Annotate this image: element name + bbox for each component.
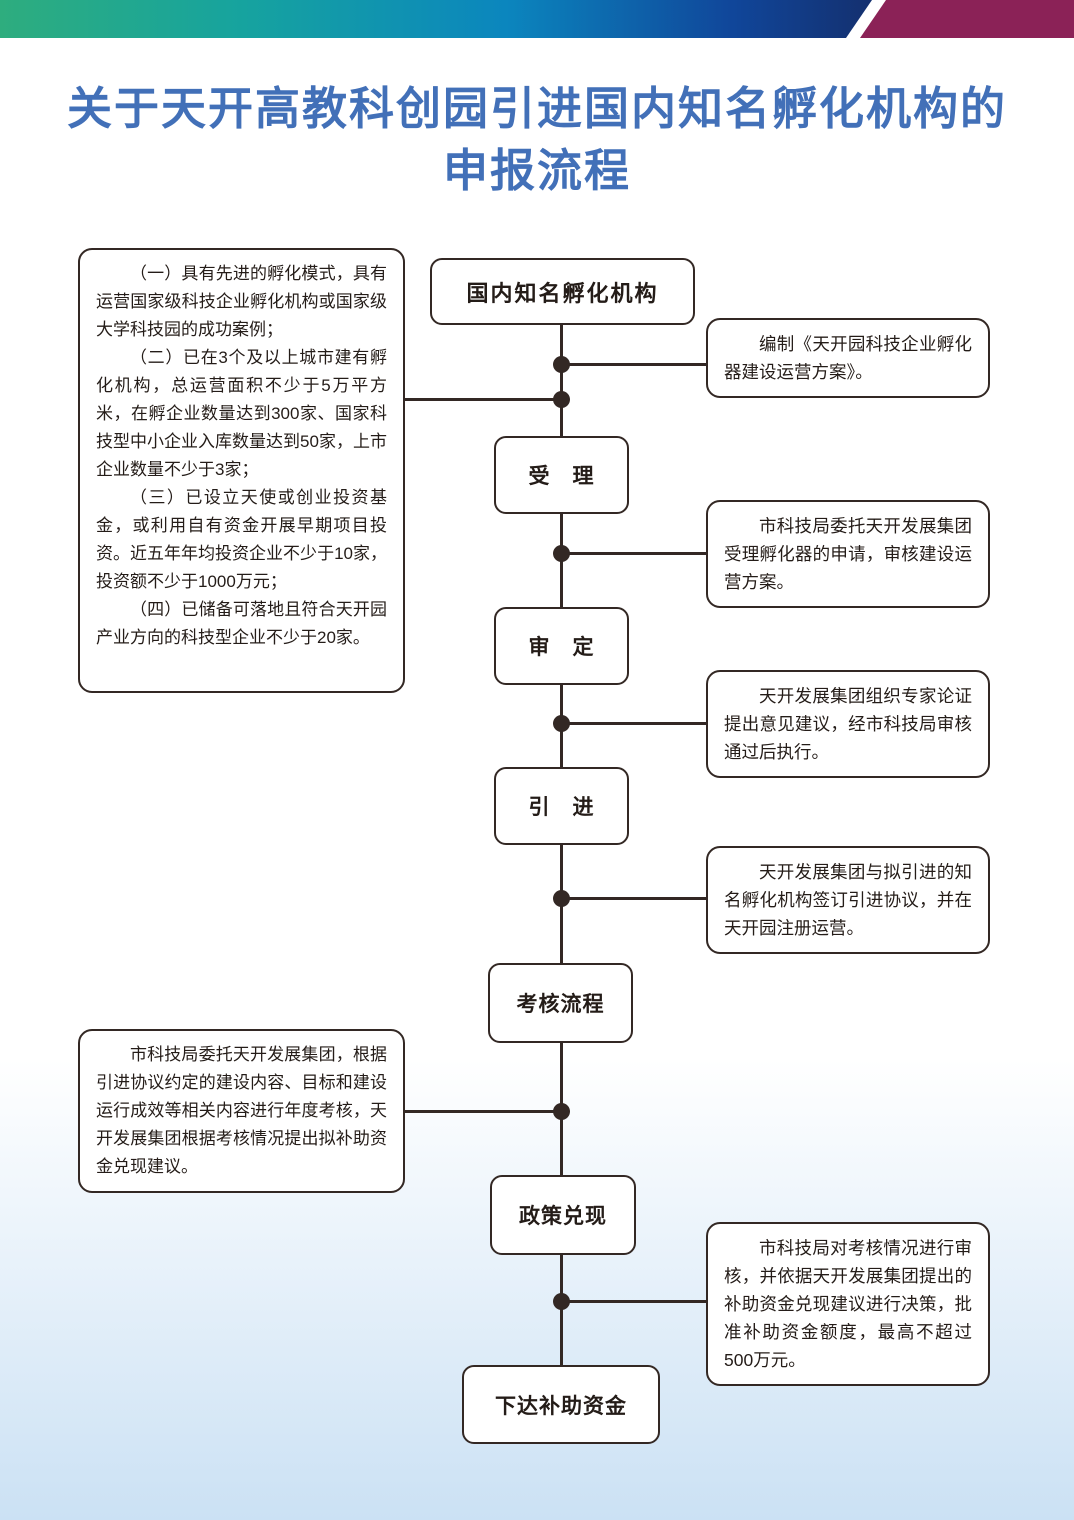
junction-dot bbox=[553, 715, 570, 732]
connector-to-criteria-box bbox=[405, 398, 561, 401]
criteria-item-4: （四）已储备可落地且符合天开园产业方向的科技型企业不少于20家。 bbox=[96, 600, 387, 647]
junction-dot bbox=[553, 1293, 570, 1310]
page-title-line1: 关于天开高教科创园引进国内知名孵化机构的 bbox=[66, 83, 1007, 134]
junction-dot bbox=[553, 391, 570, 408]
flow-node-accept: 受 理 bbox=[494, 436, 629, 514]
note-introduce-text: 天开发展集团与拟引进的知名孵化机构签订引进协议，并在天开园注册运营。 bbox=[724, 862, 972, 938]
note-accept-text: 市科技局委托天开发展集团受理孵化器的申请，审核建设运营方案。 bbox=[724, 516, 972, 592]
flow-node-incubator: 国内知名孵化机构 bbox=[430, 258, 695, 325]
note-assessment-text: 市科技局委托天开发展集团，根据引进协议约定的建设内容、目标和建设运行成效等相关内… bbox=[96, 1045, 387, 1176]
criteria-item-1: （一）具有先进的孵化模式，具有运营国家级科技企业孵化机构或国家级大学科技园的成功… bbox=[96, 264, 387, 339]
flow-node-grant: 下达补助资金 bbox=[462, 1365, 660, 1444]
criteria-box: （一）具有先进的孵化模式，具有运营国家级科技企业孵化机构或国家级大学科技园的成功… bbox=[78, 248, 405, 693]
flow-trunk-line bbox=[560, 325, 563, 1365]
connector-to-introduce-note bbox=[561, 897, 706, 900]
junction-dot bbox=[553, 890, 570, 907]
note-plan: 编制《天开园科技企业孵化器建设运营方案》。 bbox=[706, 318, 990, 398]
page-title-line2: 申报流程 bbox=[442, 145, 631, 196]
page-title: 关于天开高教科创园引进国内知名孵化机构的 申报流程 bbox=[0, 78, 1074, 202]
flow-node-policy: 政策兑现 bbox=[490, 1175, 636, 1255]
junction-dot bbox=[553, 356, 570, 373]
connector-to-policy-note bbox=[561, 1300, 706, 1303]
connector-to-accept-note bbox=[561, 552, 706, 555]
connector-to-assessment-note bbox=[405, 1110, 561, 1113]
header-maroon-accent bbox=[860, 0, 1074, 38]
flow-node-approve: 审 定 bbox=[494, 607, 629, 685]
note-review-text: 天开发展集团组织专家论证提出意见建议，经市科技局审核通过后执行。 bbox=[724, 686, 972, 762]
note-assessment: 市科技局委托天开发展集团，根据引进协议约定的建设内容、目标和建设运行成效等相关内… bbox=[78, 1029, 405, 1193]
flow-node-introduce: 引 进 bbox=[494, 767, 629, 845]
header-gradient-bar bbox=[0, 0, 872, 38]
note-introduce: 天开发展集团与拟引进的知名孵化机构签订引进协议，并在天开园注册运营。 bbox=[706, 846, 990, 954]
junction-dot bbox=[553, 545, 570, 562]
connector-to-review-note bbox=[561, 722, 706, 725]
note-review: 天开发展集团组织专家论证提出意见建议，经市科技局审核通过后执行。 bbox=[706, 670, 990, 778]
criteria-item-3: （三）已设立天使或创业投资基金，或利用自有资金开展早期项目投资。近五年年均投资企… bbox=[96, 488, 387, 591]
flow-node-assessment: 考核流程 bbox=[488, 963, 633, 1043]
junction-dot bbox=[553, 1103, 570, 1120]
note-policy: 市科技局对考核情况进行审核，并依据天开发展集团提出的补助资金兑现建议进行决策，批… bbox=[706, 1222, 990, 1386]
note-plan-text: 编制《天开园科技企业孵化器建设运营方案》。 bbox=[724, 334, 972, 382]
note-accept: 市科技局委托天开发展集团受理孵化器的申请，审核建设运营方案。 bbox=[706, 500, 990, 608]
note-policy-text: 市科技局对考核情况进行审核，并依据天开发展集团提出的补助资金兑现建议进行决策，批… bbox=[724, 1238, 972, 1370]
connector-to-plan-note bbox=[561, 363, 706, 366]
criteria-item-2: （二）已在3个及以上城市建有孵化机构，总运营面积不少于5万平方米，在孵企业数量达… bbox=[96, 348, 387, 479]
